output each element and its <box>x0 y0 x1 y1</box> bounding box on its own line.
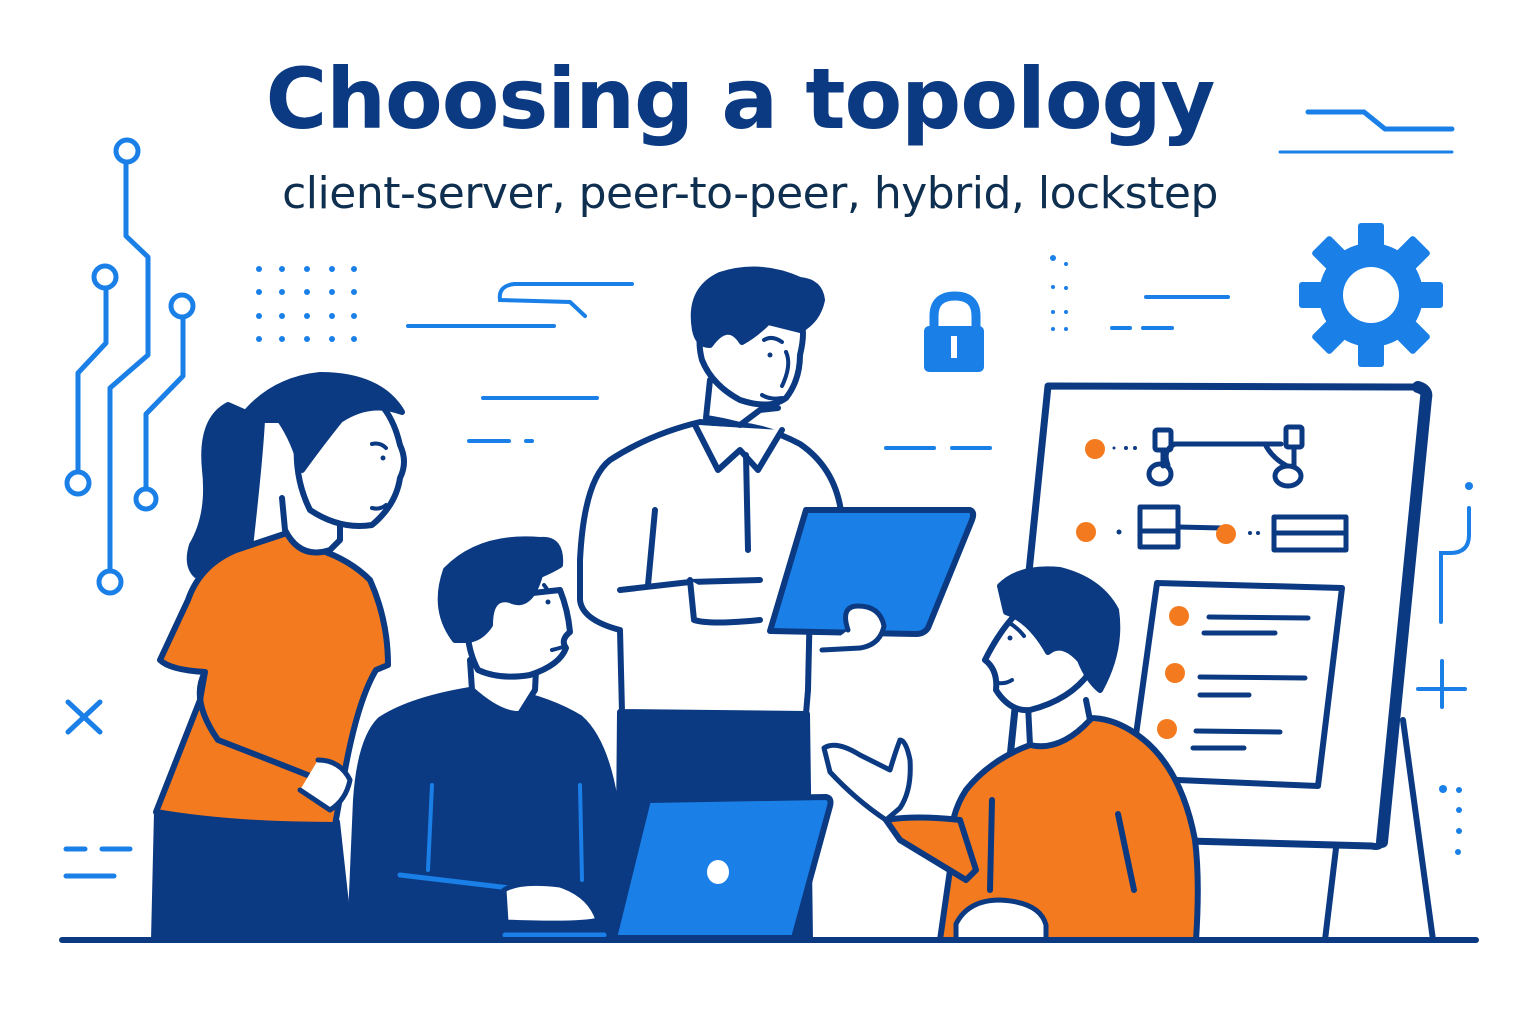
lock-icon <box>924 291 984 372</box>
dot-decoration <box>1465 482 1473 490</box>
x-icon <box>65 699 103 735</box>
person-standing-tablet <box>577 266 977 943</box>
plus-icon <box>1416 659 1467 709</box>
page-title: Choosing a topology <box>265 50 1216 148</box>
person-seated-gesturing <box>821 566 1201 943</box>
right-trace-decoration <box>1439 506 1471 624</box>
person-woman-standing <box>151 372 407 943</box>
person-seated-laptop <box>347 536 834 943</box>
dots-decoration-right <box>1439 785 1462 855</box>
dot-grid-icon <box>256 266 357 342</box>
dash-lines-left-decoration <box>63 846 133 879</box>
dotted-trace-decoration <box>1050 255 1068 331</box>
top-right-lines-decoration <box>1278 109 1455 154</box>
dash-lines-decoration <box>406 282 1230 450</box>
circuit-traces-icon <box>64 137 196 596</box>
gear-icon <box>1299 223 1443 367</box>
page-subtitle: client-server, peer-to-peer, hybrid, loc… <box>282 168 1218 219</box>
